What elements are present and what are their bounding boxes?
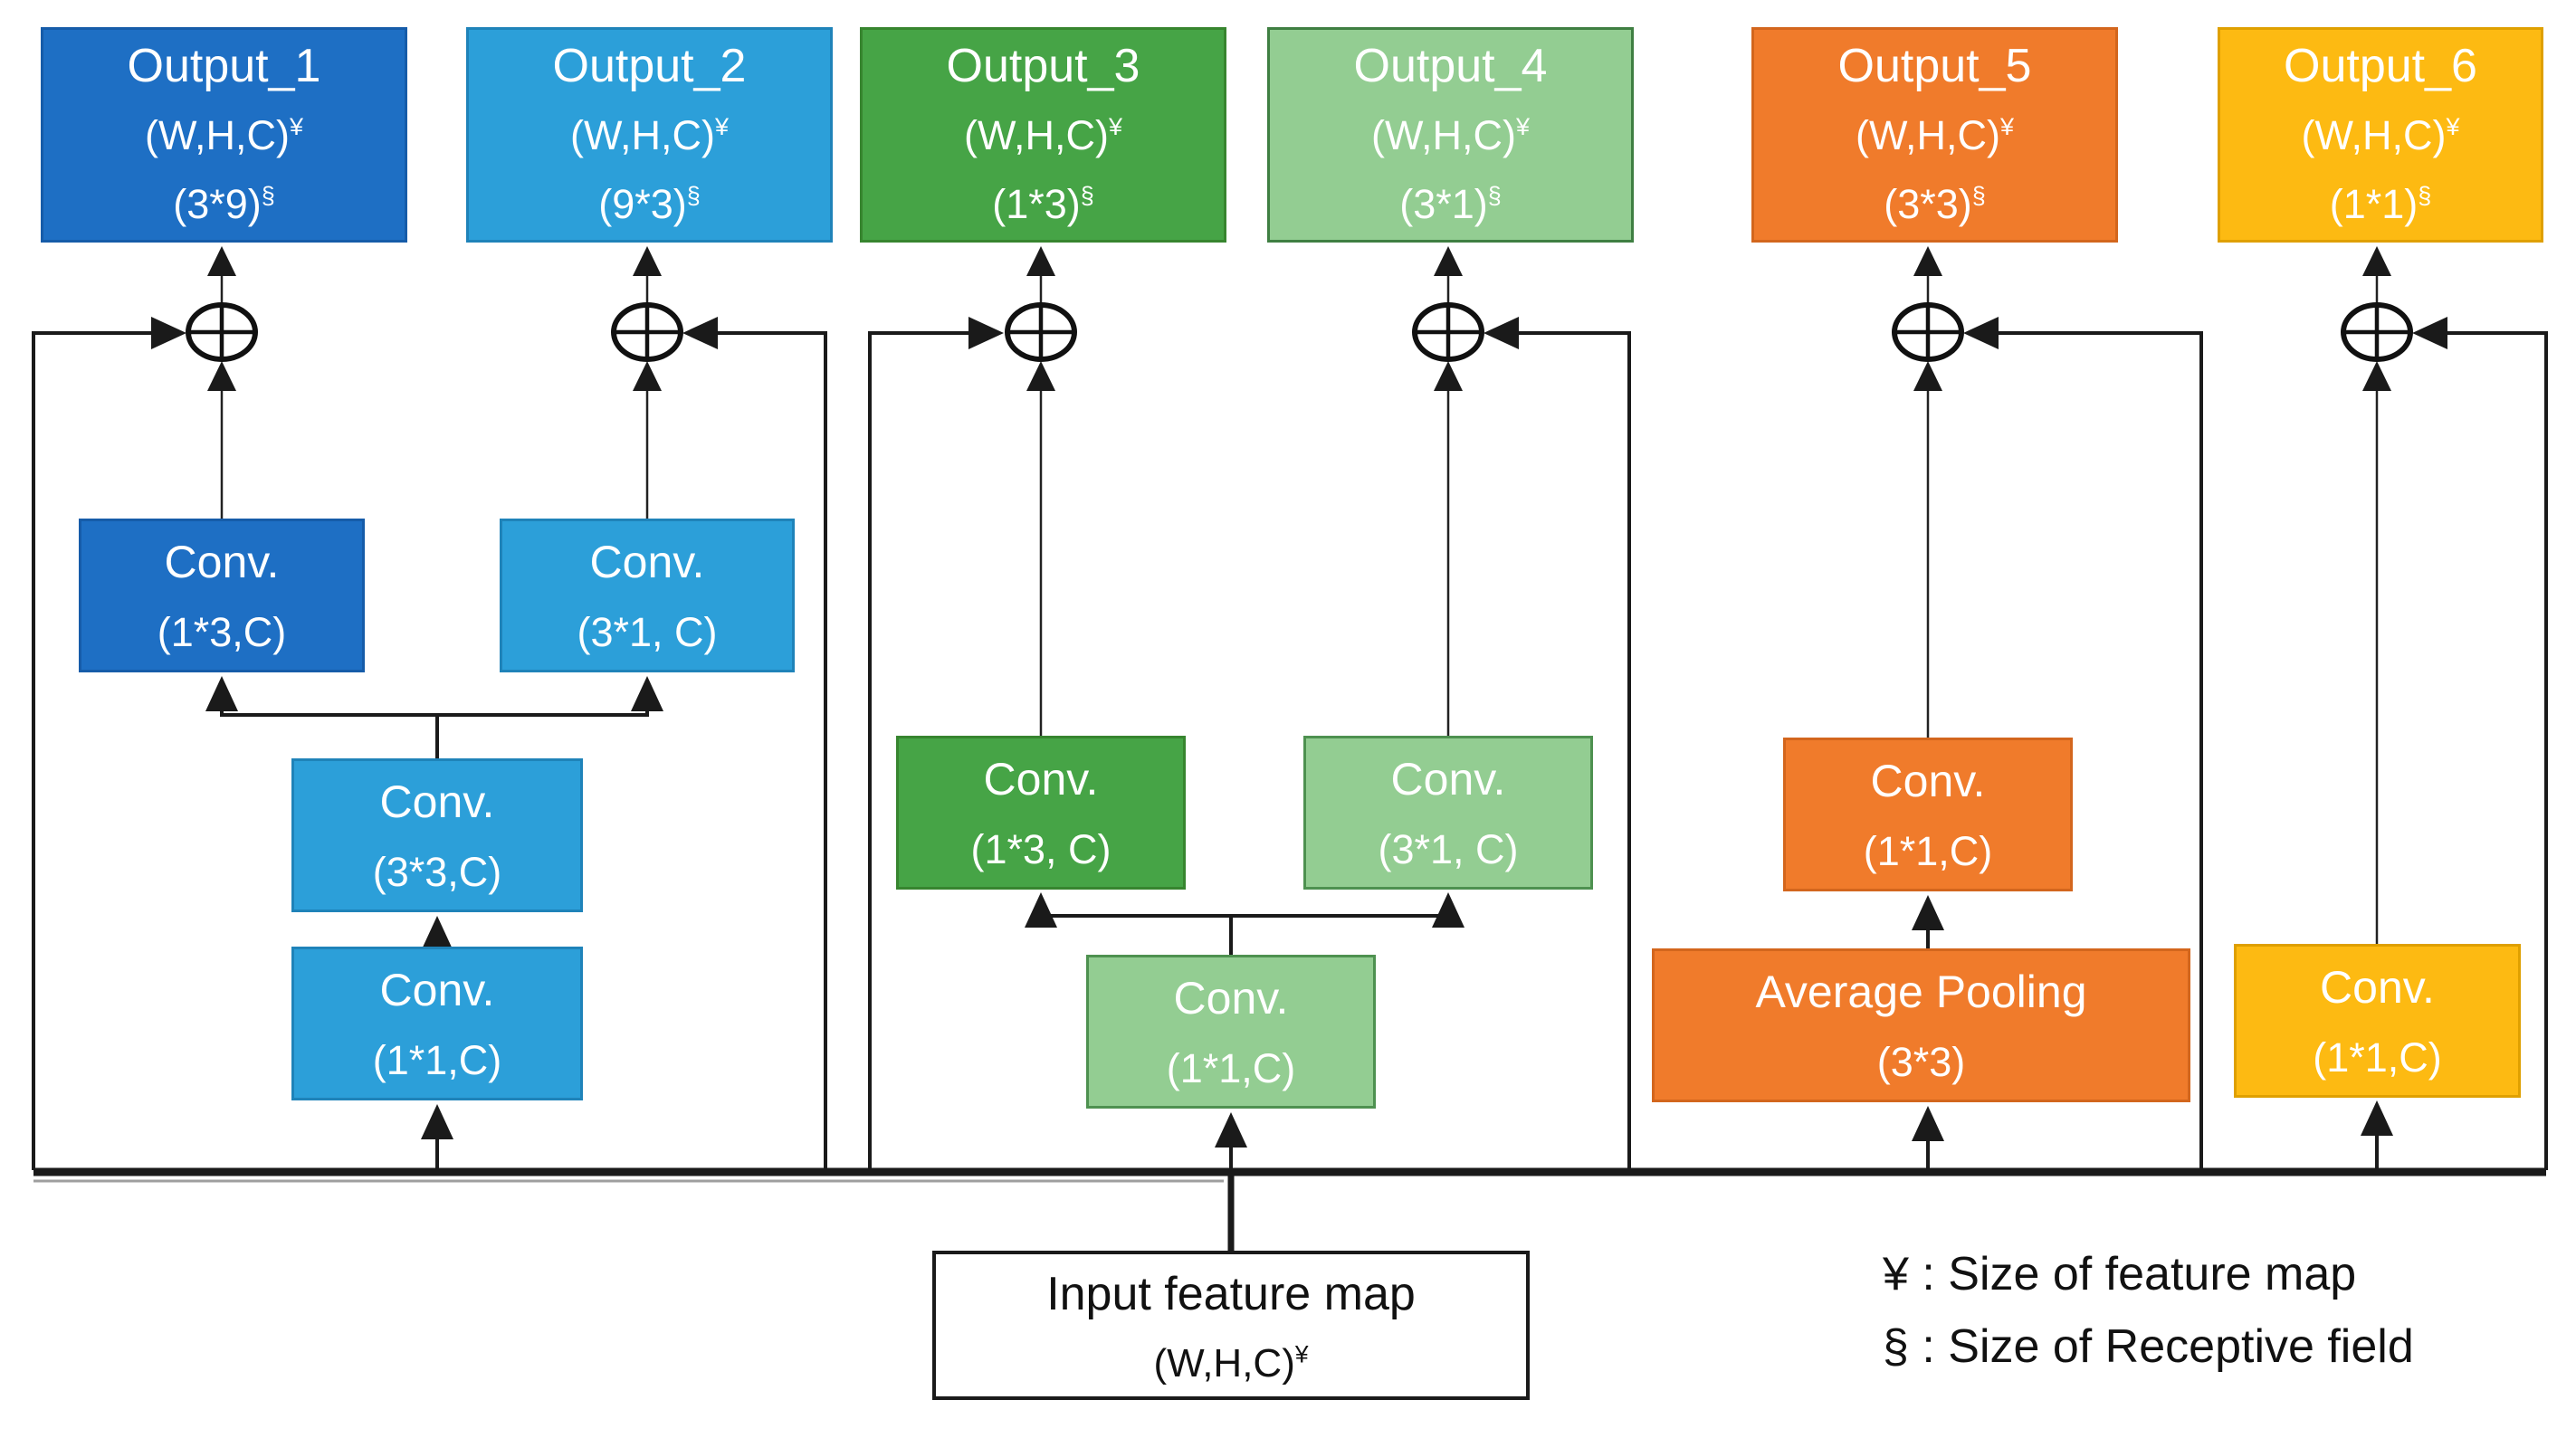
input-feature-map-label: Input feature map xyxy=(1046,1267,1416,1320)
output-1-feature-size: (W,H,C)¥ xyxy=(145,112,303,158)
output-4-box: Output_4 (W,H,C)¥ (3*1)§ xyxy=(1267,27,1634,243)
branch-lines xyxy=(205,676,2393,1170)
output-4-receptive-field: (3*1)§ xyxy=(1399,181,1502,227)
output-6-feature-size: (W,H,C)¥ xyxy=(2301,112,2460,158)
average-pooling-box: Average Pooling (3*3) xyxy=(1652,948,2190,1102)
conv-1x1-green-box: Conv. (1*1,C) xyxy=(1086,955,1376,1109)
skip-line-2 xyxy=(682,317,827,1170)
conv-3x1-green-box: Conv. (3*1, C) xyxy=(1303,736,1593,890)
output-2-title: Output_2 xyxy=(552,40,747,92)
add-node-icon-5 xyxy=(1892,302,1964,362)
skip-line-1 xyxy=(32,317,186,1170)
conv-3x1-blue-box: Conv. (3*1, C) xyxy=(500,519,795,672)
skip-line-4 xyxy=(1484,317,1631,1170)
output-6-box: Output_6 (W,H,C)¥ (1*1)§ xyxy=(2218,27,2543,243)
add-node-icon-6 xyxy=(2341,302,2413,362)
add-node-icon-4 xyxy=(1412,302,1484,362)
output-1-title: Output_1 xyxy=(127,40,321,92)
output-5-box: Output_5 (W,H,C)¥ (3*3)§ xyxy=(1751,27,2118,243)
input-feature-map-size: (W,H,C)¥ xyxy=(1153,1339,1309,1386)
output-5-title: Output_5 xyxy=(1837,40,2032,92)
skip-line-5 xyxy=(1963,317,2203,1170)
conv-3x3-blue-box: Conv. (3*3,C) xyxy=(291,758,583,912)
output-1-box: Output_1 (W,H,C)¥ (3*9)§ xyxy=(41,27,407,243)
skip-line-3 xyxy=(868,317,1004,1170)
add-node-icon-1 xyxy=(186,302,258,362)
conv-1x3-blue-box: Conv. (1*3,C) xyxy=(79,519,365,672)
merge-lines xyxy=(207,246,2391,944)
conv-1x1-yellow-box: Conv. (1*1,C) xyxy=(2234,944,2521,1098)
add-node-icon-3 xyxy=(1005,302,1077,362)
skip-line-6 xyxy=(2412,317,2548,1170)
output-1-receptive-field: (3*9)§ xyxy=(173,181,275,227)
output-5-receptive-field: (3*3)§ xyxy=(1884,181,1986,227)
legend-feature-map: ¥ : Size of feature map xyxy=(1883,1248,2357,1300)
add-operator-icons xyxy=(186,302,2413,362)
output-4-feature-size: (W,H,C)¥ xyxy=(1371,112,1530,158)
output-6-title: Output_6 xyxy=(2284,40,2477,92)
output-4-title: Output_4 xyxy=(1353,40,1548,92)
output-2-feature-size: (W,H,C)¥ xyxy=(570,112,729,158)
output-3-box: Output_3 (W,H,C)¥ (1*3)§ xyxy=(860,27,1226,243)
output-2-receptive-field: (9*3)§ xyxy=(598,181,701,227)
input-bus-line xyxy=(33,1167,2546,1254)
output-3-title: Output_3 xyxy=(946,40,1140,92)
output-5-feature-size: (W,H,C)¥ xyxy=(1856,112,2014,158)
output-2-box: Output_2 (W,H,C)¥ (9*3)§ xyxy=(466,27,833,243)
output-6-receptive-field: (1*1)§ xyxy=(2329,181,2432,227)
output-3-receptive-field: (1*3)§ xyxy=(992,181,1094,227)
skip-connection-lines xyxy=(32,317,2548,1170)
legend-receptive-field: § : Size of Receptive field xyxy=(1883,1320,2414,1373)
input-feature-map-box: Input feature map (W,H,C)¥ xyxy=(932,1251,1530,1400)
conv-1x1-blue-box: Conv. (1*1,C) xyxy=(291,947,583,1100)
conv-1x3-green-box: Conv. (1*3, C) xyxy=(896,736,1186,890)
output-3-feature-size: (W,H,C)¥ xyxy=(964,112,1122,158)
add-node-icon-2 xyxy=(611,302,683,362)
conv-1x1-orange-box: Conv. (1*1,C) xyxy=(1783,738,2073,891)
